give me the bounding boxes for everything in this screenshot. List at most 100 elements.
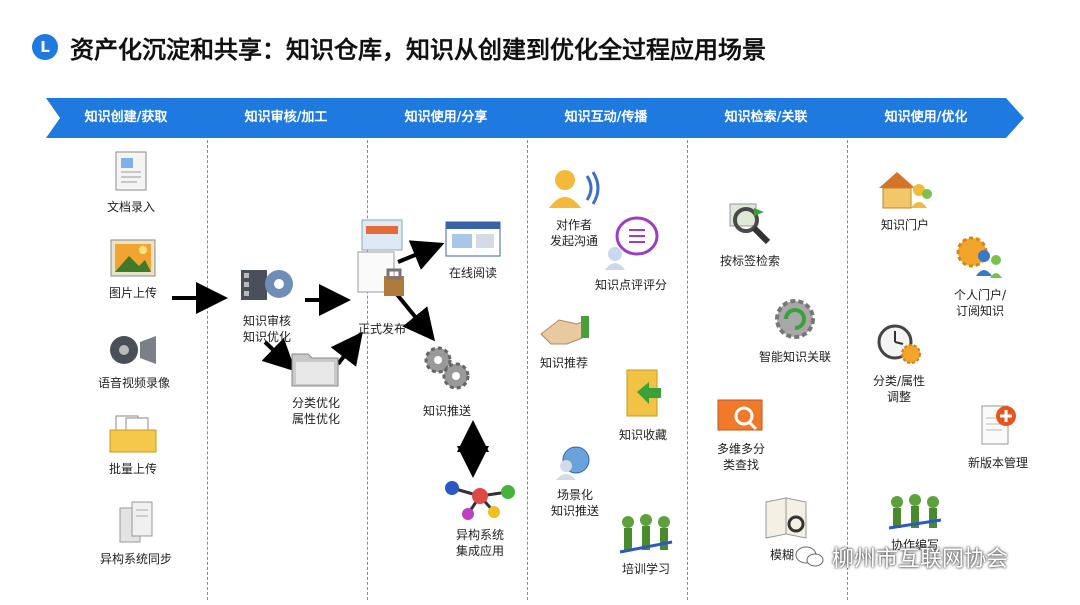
node-image-upload: 图片上传	[96, 238, 170, 301]
stage-label-4: 知识互动/传播	[564, 110, 648, 125]
browser-window-icon	[445, 221, 501, 257]
magnifier-search-icon	[729, 203, 771, 245]
node-collab-write: 协作编写	[880, 494, 950, 553]
add-document-icon	[981, 405, 1016, 445]
group-people-icon	[619, 514, 673, 554]
label-smart-relate: 智能知识关联	[758, 350, 831, 364]
label-av-recording: 语音视频录像	[97, 376, 170, 390]
node-collect: 知识收藏	[610, 366, 676, 443]
label-scene-1: 场景化	[556, 488, 593, 502]
stage-arrow-3: 知识使用/分享	[366, 98, 544, 138]
people-gear-icon	[956, 236, 1002, 278]
label-comment: 知识点评评分	[594, 278, 667, 292]
node-online-read: 在线阅读	[438, 220, 508, 281]
label-scene-2: 知识推送	[550, 504, 599, 518]
search-folder-icon	[717, 399, 763, 431]
stage-label-3: 知识使用/分享	[404, 110, 488, 125]
node-personal-portal: 个人门户/ 订阅知识	[944, 234, 1016, 319]
node-publish: 正式发布	[346, 218, 418, 337]
node-doc-entry: 文档录入	[96, 150, 166, 215]
label-attr-2: 调整	[886, 390, 911, 404]
stage-arrow-2: 知识审核/加工	[206, 98, 384, 138]
clock-gear-icon	[877, 324, 921, 364]
page-title: 资产化沉淀和共享：知识仓库，知识从创建到优化全过程应用场景	[70, 36, 766, 64]
node-attr-adjust: 分类/属性 调整	[864, 322, 934, 405]
speaking-person-icon	[549, 170, 600, 208]
film-gear-icon	[241, 270, 293, 300]
label-personal-2: 订阅知识	[955, 304, 1004, 318]
label-personal-1: 个人门户/	[953, 288, 1007, 302]
watermark-text: 柳州市互联网协会	[832, 547, 1009, 572]
label-comm-2: 发起沟通	[549, 234, 598, 248]
node-portal: 知识门户	[872, 168, 938, 233]
label-image-upload: 图片上传	[108, 286, 157, 300]
label-tag-search: 按标签检索	[719, 254, 780, 268]
label-hetero-2: 集成应用	[455, 544, 504, 558]
node-review: 知识审核 知识优化	[232, 262, 302, 345]
node-multi-dim: 多维多分 类查找	[706, 394, 776, 473]
node-version-mgmt: 新版本管理	[960, 404, 1036, 471]
label-doc-entry: 文档录入	[106, 200, 155, 214]
refresh-gear-icon	[775, 299, 815, 339]
label-template: 模糊	[769, 548, 794, 562]
label-recommend: 知识推荐	[539, 356, 588, 370]
picture-icon	[110, 239, 156, 277]
title-badge: L	[32, 34, 58, 60]
node-comment-rating: 知识点评评分	[586, 214, 676, 293]
node-contact-author: 对作者 发起沟通	[542, 166, 606, 249]
node-training: 培训学习	[612, 512, 680, 577]
column-divider	[527, 140, 528, 600]
stage-label-6: 知识使用/优化	[884, 110, 968, 125]
video-reel-icon	[110, 336, 156, 364]
publish-documents-icon	[357, 219, 404, 296]
label-publish: 正式发布	[357, 322, 406, 336]
label-review-2: 知识优化	[242, 330, 291, 344]
stage-label-1: 知识创建/获取	[84, 110, 168, 125]
node-batch-upload: 批量上传	[96, 414, 170, 477]
column-divider	[687, 140, 688, 600]
node-tag-search: 按标签检索	[712, 202, 788, 269]
document-icon	[115, 151, 147, 191]
label-push: 知识推送	[422, 404, 471, 418]
wechat-logo-icon	[795, 546, 824, 567]
node-hetero-sync: 异构系统同步	[86, 500, 186, 567]
person-globe-icon	[556, 446, 590, 480]
stage-arrow-5: 知识检索/关联	[686, 98, 864, 138]
label-hetero-1: 异构系统	[455, 528, 504, 542]
node-smart-relate: 智能知识关联	[750, 296, 840, 365]
stage-label-2: 知识审核/加工	[244, 110, 328, 125]
home-people-icon	[879, 172, 932, 209]
handshake-icon	[540, 316, 589, 345]
folder-files-icon	[109, 415, 157, 453]
node-classify: 分类优化 属性优化	[284, 346, 348, 427]
network-nodes-icon	[445, 481, 515, 520]
book-magnifier-icon	[765, 497, 807, 539]
server-icon	[119, 501, 153, 543]
label-multi-2: 类查找	[722, 458, 759, 472]
team-people-icon	[888, 494, 942, 530]
node-hetero-integration: 异构系统 集成应用	[440, 474, 520, 559]
node-push: 知识推送	[412, 342, 482, 419]
node-template: 模糊	[762, 494, 807, 563]
label-batch-upload: 批量上传	[108, 462, 157, 476]
label-multi-1: 多维多分	[716, 442, 765, 456]
node-scene-push: 场景化 知识推送	[542, 444, 608, 519]
stage-arrow-6: 知识使用/优化	[846, 98, 1024, 138]
label-training: 培训学习	[621, 562, 670, 576]
label-collab: 协作编写	[890, 538, 939, 552]
stage-arrow-4: 知识互动/传播	[526, 98, 704, 138]
folder-icon	[291, 353, 339, 387]
label-classify-2: 属性优化	[291, 412, 340, 426]
label-version: 新版本管理	[967, 456, 1028, 470]
gears-icon	[424, 346, 470, 390]
comment-bubble-icon	[605, 216, 659, 270]
stage-label-5: 知识检索/关联	[724, 110, 808, 125]
node-recommend: 知识推荐	[534, 310, 594, 371]
label-online-read: 在线阅读	[448, 266, 497, 280]
label-collect: 知识收藏	[618, 428, 667, 442]
label-classify-1: 分类优化	[291, 396, 340, 410]
column-divider	[367, 140, 368, 600]
label-comm-1: 对作者	[555, 218, 592, 232]
label-portal: 知识门户	[880, 218, 929, 232]
